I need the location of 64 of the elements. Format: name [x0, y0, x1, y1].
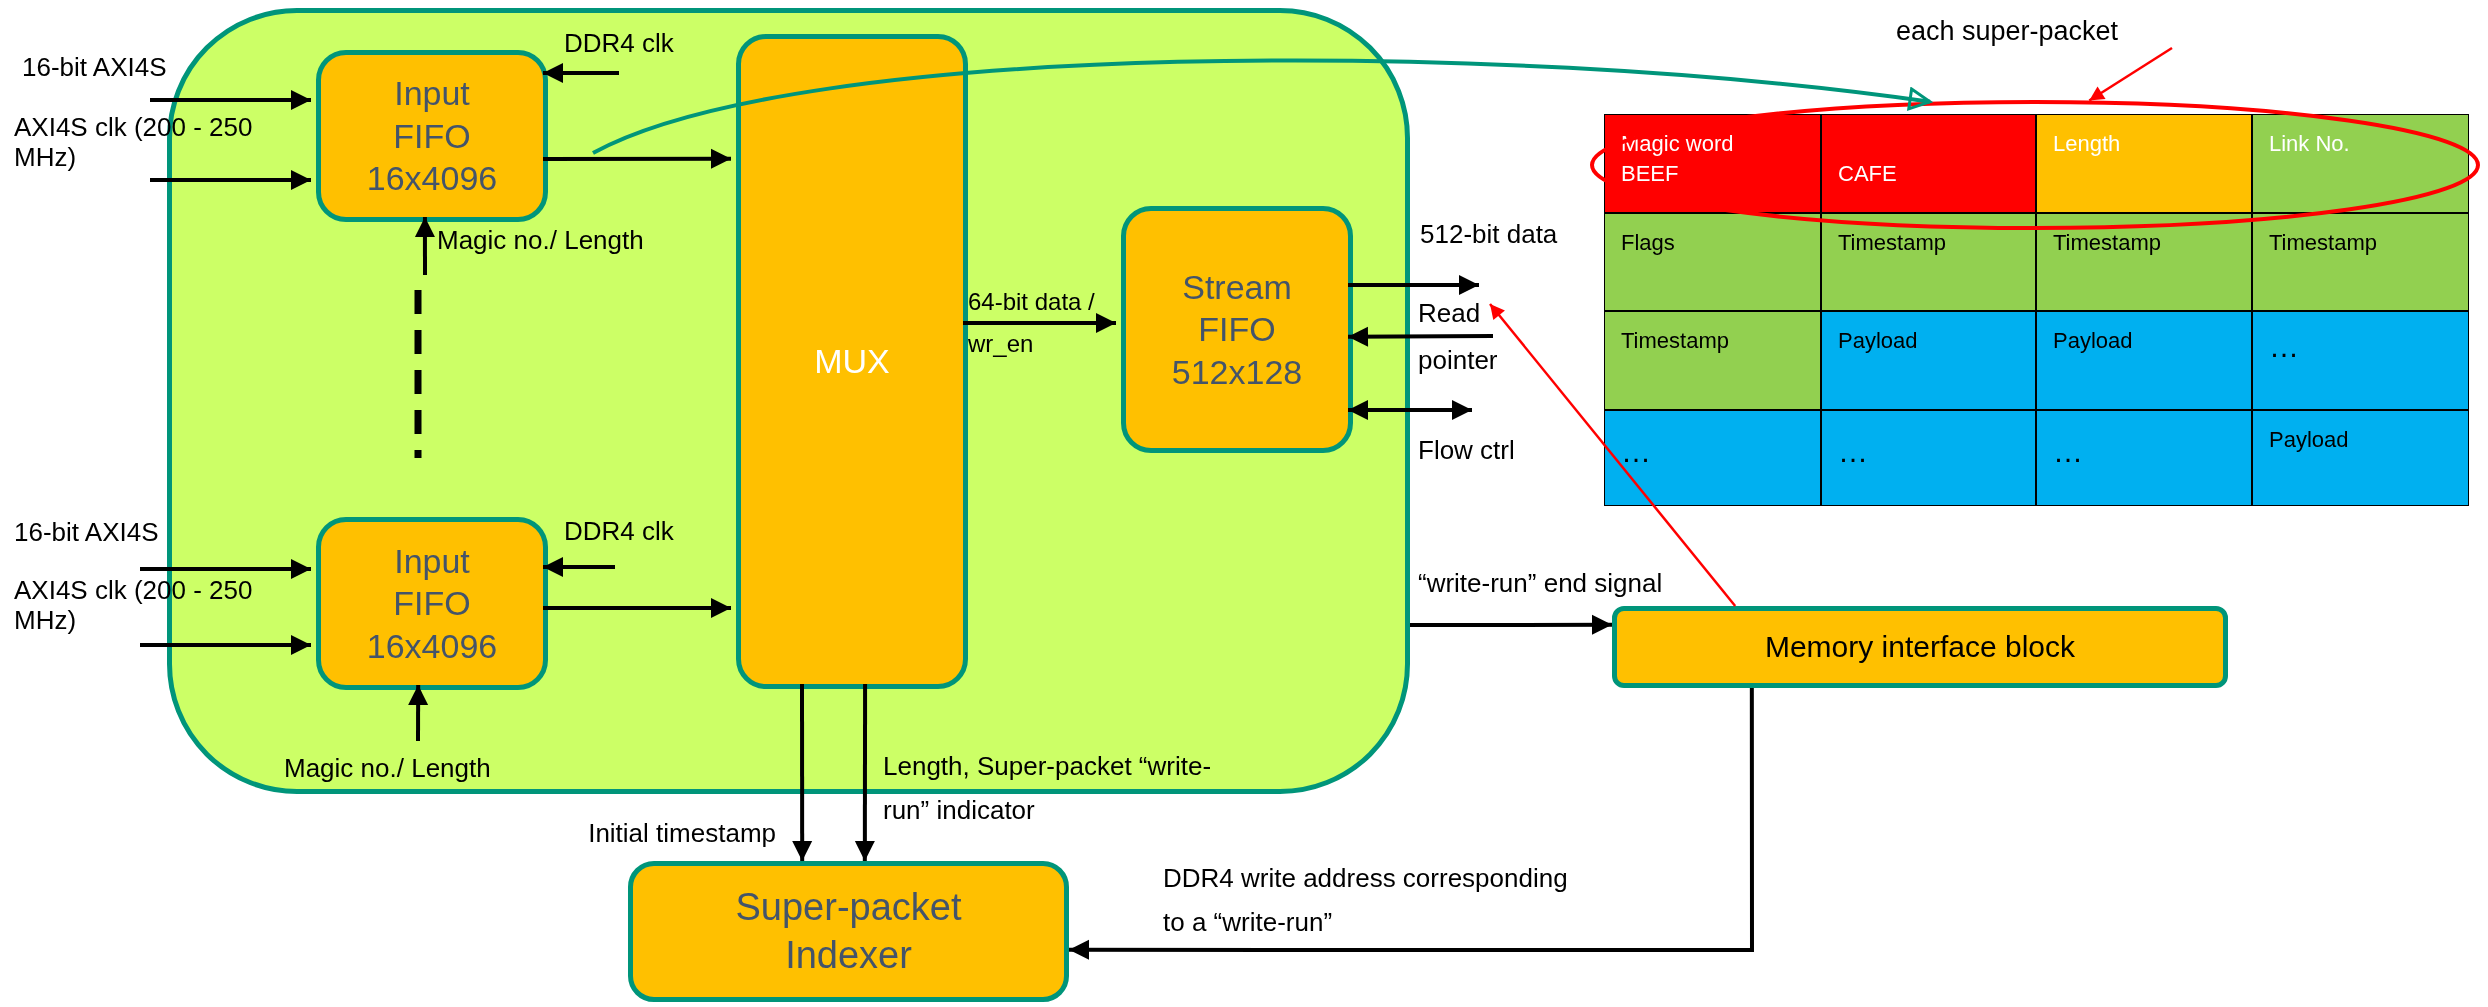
- block-label: Super-packet Indexer: [734, 885, 963, 978]
- table-cell: …: [1604, 410, 1821, 506]
- arrow: [1348, 275, 1479, 295]
- arrow: [414, 217, 435, 275]
- table-cell: Length: [2036, 114, 2252, 213]
- arrow: [854, 684, 875, 861]
- mux-block: [736, 34, 968, 689]
- arrow: [592, 58, 1932, 155]
- arrow: [1348, 399, 1472, 420]
- block-label: Input FIFO 16x4096: [365, 73, 499, 200]
- arrow: [1069, 688, 1754, 960]
- table-cell: Flags: [1604, 213, 1821, 311]
- table-cell: …: [1821, 410, 2036, 506]
- edge-label: DDR4 write address corresponding to a “write-run”: [1163, 862, 1569, 939]
- edge-label: 512-bit data: [1420, 218, 1559, 251]
- edge-label: DDR4 clk: [564, 515, 675, 548]
- block-label: Input FIFO 16x4096: [365, 540, 499, 667]
- arrow: [140, 559, 311, 580]
- arrow: [1348, 326, 1493, 347]
- table-cell: Timestamp: [1821, 213, 2036, 311]
- arrow: [2088, 46, 2173, 102]
- arrow: [140, 635, 311, 656]
- edge-label: Initial timestamp: [587, 817, 776, 850]
- edge-label: Flow ctrl: [1418, 434, 1516, 467]
- block-label: MUX: [813, 341, 891, 382]
- process-box: [628, 861, 1069, 1002]
- table-cell: Link No.: [2252, 114, 2469, 213]
- arrow: [408, 685, 429, 741]
- highlight-ellipse: [1590, 100, 2480, 230]
- arrow: [792, 684, 813, 861]
- table-cell: Payload: [1821, 311, 2036, 410]
- edge-label: Magic no./ Length: [284, 752, 492, 785]
- block-label: Memory interface block: [1763, 629, 2077, 665]
- edge-label: 16-bit AXI4S: [22, 51, 168, 84]
- table-cell: Timestamp: [1604, 311, 1821, 410]
- fifo-block: [316, 50, 548, 222]
- edge-label: Magic no./ Length: [437, 224, 645, 257]
- annotation-text: each super-packet: [1894, 14, 2120, 48]
- fifo-block: [316, 517, 548, 690]
- process-box: [1612, 606, 2228, 688]
- arrow: [150, 170, 311, 190]
- arrow: [963, 313, 1116, 334]
- edge-label: DDR4 clk: [564, 27, 675, 60]
- table-cell: Payload: [2036, 311, 2252, 410]
- edge-label: “write-run” end signal: [1418, 568, 1664, 598]
- table-cell: …: [2036, 410, 2252, 506]
- table-cell: …: [2252, 311, 2469, 410]
- arrow: [1410, 614, 1612, 635]
- block-label: Stream FIFO 512x128: [1170, 266, 1304, 393]
- edge-label: Length, Super-packet “write-run” indicator: [883, 750, 1213, 827]
- arrow: [543, 557, 615, 577]
- table-cell: Timestamp: [2252, 213, 2469, 311]
- table-cell: CAFE: [1821, 114, 2036, 213]
- arrow: [543, 63, 619, 84]
- table-cell: Payload: [2252, 410, 2469, 506]
- fifo-block: [1121, 206, 1353, 453]
- edge-label: 64-bit data / wr_en: [968, 287, 1096, 359]
- edge-label: Read pointer: [1418, 297, 1499, 377]
- edge-label: 16-bit AXI4S: [14, 516, 160, 549]
- arrow: [543, 598, 731, 618]
- arrow: [150, 90, 311, 111]
- arrow: [543, 148, 731, 169]
- table-cell: Timestamp: [2036, 213, 2252, 311]
- arrow: [1489, 303, 1737, 607]
